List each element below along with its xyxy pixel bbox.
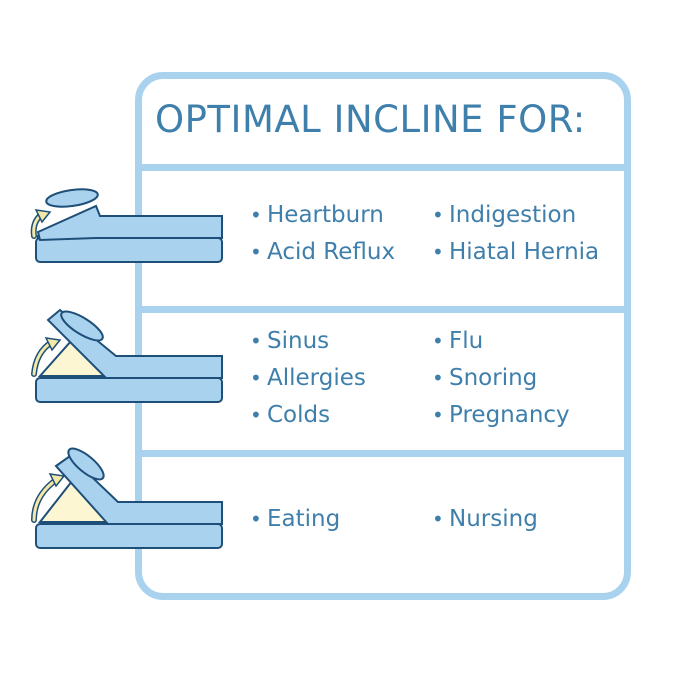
condition-hiatal-hernia: •Hiatal Hernia: [432, 239, 600, 265]
condition-indigestion: •Indigestion: [432, 202, 577, 228]
condition-pregnancy: •Pregnancy: [432, 402, 570, 428]
divider-bottom: [142, 450, 624, 457]
condition-eating: •Eating: [250, 506, 341, 532]
divider-middle: [142, 306, 624, 313]
bed-high-incline-icon: [31, 447, 223, 549]
condition-flu: •Flu: [432, 328, 484, 354]
bed-low-incline-icon: [30, 188, 223, 263]
chart-title: OPTIMAL INCLINE FOR:: [155, 98, 586, 141]
condition-heartburn: •Heartburn: [250, 202, 384, 228]
condition-sinus: •Sinus: [250, 328, 330, 354]
bed-medium-incline-icon: [31, 308, 223, 403]
condition-acid-reflux: •Acid Reflux: [250, 239, 396, 265]
condition-colds: •Colds: [250, 402, 331, 428]
condition-nursing: •Nursing: [432, 506, 538, 532]
condition-snoring: •Snoring: [432, 365, 538, 391]
condition-allergies: •Allergies: [250, 365, 366, 391]
divider-top: [142, 164, 624, 171]
